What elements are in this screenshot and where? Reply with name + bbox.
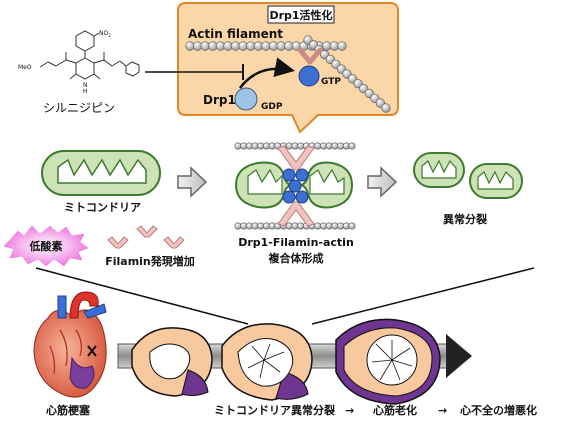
mi-label: 心筋梗塞 xyxy=(46,403,91,417)
filamin-complex xyxy=(277,145,315,227)
cilnidipine-structure xyxy=(39,30,140,80)
filamin-molecules xyxy=(107,225,185,249)
drp1-gdp-molecule xyxy=(234,87,258,111)
drug-name: シルニジピン xyxy=(43,101,115,115)
drp1-label: Drp1 xyxy=(203,93,236,107)
nh-h-label: H xyxy=(83,88,88,95)
caption-arrow-2: → xyxy=(438,404,447,417)
funnel-line-right xyxy=(311,267,535,325)
hypoxia-label: 低酸素 xyxy=(29,239,63,253)
drp1-activation-callout: Drp1活性化 Actin filament Drp1 GDP GTP xyxy=(177,2,399,134)
filamin-callout xyxy=(297,47,323,65)
no2-label: NO2 xyxy=(99,30,111,38)
actin-monomer xyxy=(381,103,391,113)
progression-arrowhead xyxy=(446,334,472,378)
caption-fission: ミトコンドリア異常分裂 xyxy=(214,403,335,417)
actin-monomer xyxy=(337,41,347,51)
process-arrow-1 xyxy=(177,166,208,198)
heart-section-3 xyxy=(335,318,441,405)
mitochondria-label: ミトコンドリア xyxy=(64,201,141,214)
nh-n-label: N xyxy=(83,82,88,89)
funnel-line-left xyxy=(35,267,249,325)
complex-label-line1: Drp1-Filamin-actin xyxy=(238,236,354,249)
activation-arrow xyxy=(239,57,295,89)
heart-illustration xyxy=(33,291,107,398)
mitochondrion-fragment-2 xyxy=(469,163,523,199)
caption-arrow-1: → xyxy=(345,404,354,417)
gtp-label: GTP xyxy=(321,77,341,87)
meo-label: MeO xyxy=(18,64,32,71)
complex-label-line2: 複合体形成 xyxy=(268,251,324,265)
caption-hf: 心不全の増悪化 xyxy=(460,403,537,417)
actin-monomer xyxy=(348,142,356,150)
heart-section-1 xyxy=(131,327,213,397)
callout-title: Drp1活性化 xyxy=(269,8,332,22)
filamin-upregulation-label: Filamin発現増加 xyxy=(105,254,195,268)
drp1-gtp-molecule xyxy=(298,65,320,87)
caption-aging: 心筋老化 xyxy=(373,403,417,417)
process-arrow-2 xyxy=(367,166,398,198)
mitochondrion-normal xyxy=(41,150,161,196)
heart-section-2 xyxy=(221,323,313,401)
fission-label: 異常分裂 xyxy=(443,212,487,226)
progression-caption: ミトコンドリア異常分裂 → 心筋老化 → 心不全の増悪化 xyxy=(214,403,537,417)
mitochondrion-fragment-1 xyxy=(413,152,465,188)
actin-filament xyxy=(185,35,391,113)
actin-monomer xyxy=(348,222,356,230)
actin-filament-label: Actin filament xyxy=(188,27,283,41)
actin-filament-complex-top xyxy=(234,142,356,150)
drp1-ring xyxy=(282,168,309,204)
hypoxia-burst xyxy=(3,225,89,267)
actin-filament-complex-bottom xyxy=(234,222,356,230)
gdp-label: GDP xyxy=(261,102,283,112)
